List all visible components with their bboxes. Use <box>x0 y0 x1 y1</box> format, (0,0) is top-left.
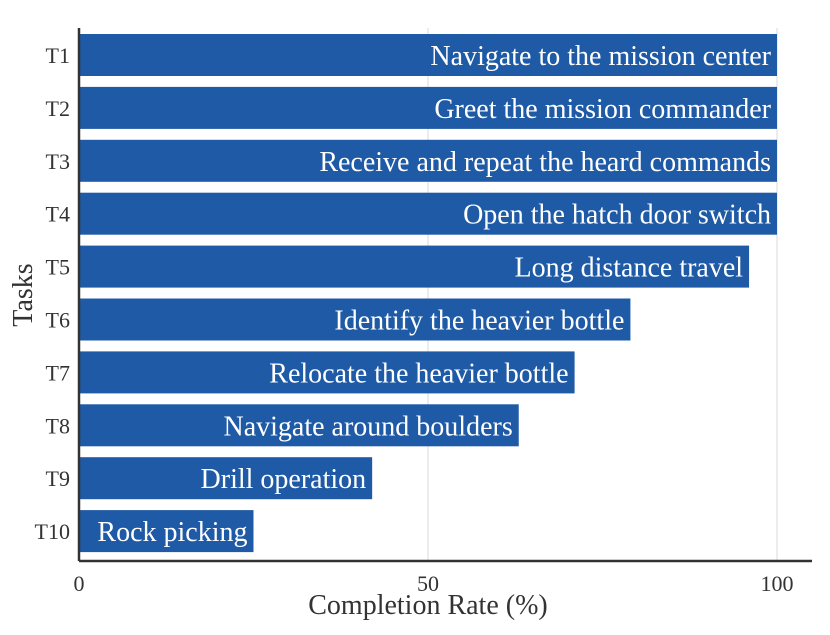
bar <box>79 192 777 235</box>
bar <box>79 351 575 394</box>
bar <box>79 298 631 341</box>
bar <box>79 510 254 553</box>
y-tick-label: T3 <box>46 149 70 174</box>
y-tick-label: T7 <box>46 360 70 385</box>
x-tick-labels: 0 50 100 <box>74 571 794 596</box>
bar <box>79 86 777 129</box>
bar-label: Receive and repeat the heard commands <box>319 147 771 178</box>
bar <box>79 457 373 500</box>
y-tick-label: T8 <box>46 413 70 438</box>
bar <box>79 34 777 76</box>
bars-group <box>79 34 777 553</box>
y-tick-label: T10 <box>35 519 70 544</box>
y-axis-title: Tasks <box>8 263 39 326</box>
bar-label: Drill operation <box>201 464 367 495</box>
y-tick-label: T4 <box>46 202 70 227</box>
y-tick-label: T9 <box>46 466 70 491</box>
bar-label: Rock picking <box>97 517 247 548</box>
bar-label: Greet the mission commander <box>434 94 771 125</box>
y-tick-label: T5 <box>46 255 70 280</box>
bar-label: Identify the heavier bottle <box>334 306 624 337</box>
bar-label: Navigate around boulders <box>223 411 512 442</box>
y-tick-label: T1 <box>46 43 70 68</box>
x-axis-title: Completion Rate (%) <box>308 590 548 621</box>
bar-label: Long distance travel <box>514 253 743 284</box>
bar <box>79 139 777 182</box>
bar <box>79 404 519 447</box>
bar <box>79 245 750 288</box>
y-tick-label: T6 <box>46 308 70 333</box>
x-tick-label: 100 <box>761 571 794 596</box>
bar-label: Open the hatch door switch <box>463 200 771 231</box>
bar-label: Navigate to the mission center <box>430 41 771 72</box>
x-tick-label: 50 <box>417 571 439 596</box>
bar-label: Relocate the heavier bottle <box>269 358 568 389</box>
y-tick-label: T2 <box>46 96 70 121</box>
x-tick-label: 0 <box>74 571 85 596</box>
